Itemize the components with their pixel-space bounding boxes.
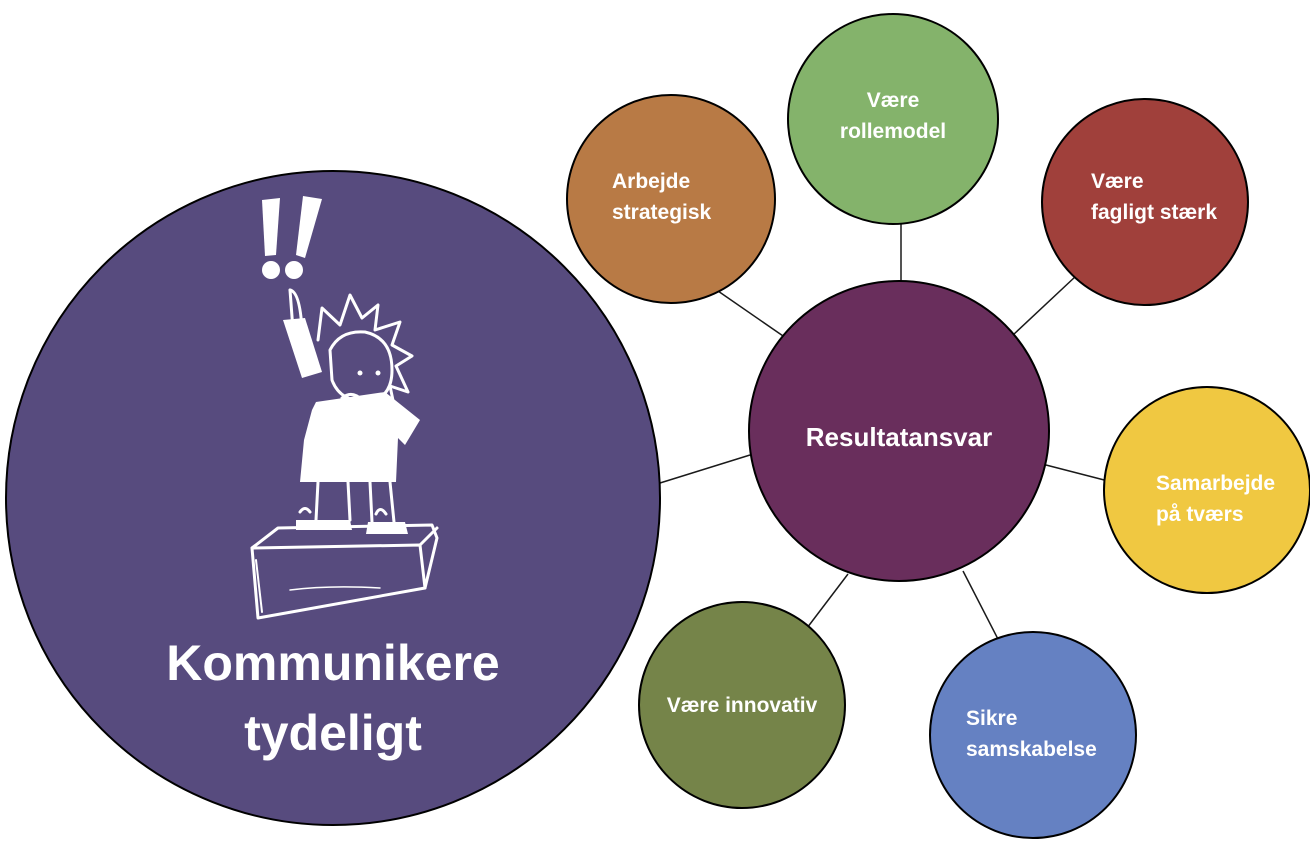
main-node-circle	[5, 170, 661, 826]
node-circle	[1103, 386, 1310, 594]
connectors	[659, 224, 1113, 644]
center-node-resultatansvar: Resultatansvar	[748, 280, 1050, 582]
node-label-line1: Være innovativ	[667, 694, 818, 717]
node-vaere-rollemodel: Være rollemodel	[787, 13, 999, 225]
node-sikre-samskabelse: Sikre samskabelse	[929, 631, 1137, 839]
main-node-label-line2: tydeligt	[244, 705, 422, 761]
connector-arbejde-strategisk	[717, 290, 787, 339]
node-circle	[929, 631, 1137, 839]
connector-vaere-fagligt-staerk	[1012, 275, 1077, 336]
node-circle	[638, 601, 846, 809]
node-label-line1: Sikre	[966, 707, 1017, 730]
connector-main	[659, 454, 751, 484]
main-node-label-line1: Kommunikere	[166, 635, 499, 691]
node-label-line1: Være	[867, 89, 920, 112]
node-label-line2: fagligt stærk	[1091, 201, 1217, 224]
main-node-kommunikere-tydeligt: Kommunikere tydeligt	[5, 170, 661, 826]
node-circle	[787, 13, 999, 225]
node-vaere-fagligt-staerk: Være fagligt stærk	[1041, 98, 1249, 306]
connector-samarbejde-paa-tvaers	[1045, 464, 1113, 483]
node-label-line2: rollemodel	[840, 120, 946, 143]
node-label-line2: samskabelse	[966, 738, 1097, 761]
person-pointing-illustration	[250, 196, 439, 620]
connector-sikre-samskabelse	[962, 570, 1001, 644]
node-samarbejde-paa-tvaers: Samarbejde på tværs	[1103, 386, 1310, 594]
node-circle	[566, 94, 776, 304]
node-circle	[1041, 98, 1249, 306]
node-label-line1: Være	[1091, 170, 1144, 193]
exclamation-mark-icon	[296, 196, 322, 258]
center-node-label: Resultatansvar	[806, 422, 992, 452]
connector-vaere-innovativ	[806, 573, 849, 629]
node-label-line2: strategisk	[612, 201, 712, 224]
node-arbejde-strategisk: Arbejde strategisk	[566, 94, 776, 304]
exclamation-mark-icon	[262, 198, 280, 256]
node-label-line1: Samarbejde	[1156, 472, 1275, 495]
center-node-circle	[748, 280, 1050, 582]
node-label-line1: Arbejde	[612, 170, 690, 193]
node-label-line2: på tværs	[1156, 503, 1244, 526]
node-vaere-innovativ: Være innovativ	[638, 601, 846, 809]
